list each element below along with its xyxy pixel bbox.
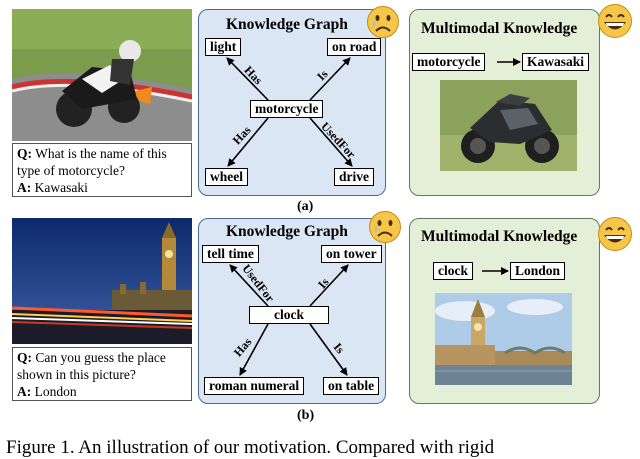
motorcycle-racing-photo: [12, 9, 192, 141]
sub-label-b: (b): [297, 408, 315, 423]
qa-box-b: Q: Can you guess the place shown in this…: [12, 347, 192, 401]
answer-prefix: A:: [17, 180, 32, 195]
answer-prefix: A:: [17, 384, 32, 399]
kg-node-motorcycle: motorcycle: [250, 100, 324, 118]
kawasaki-motorcycle-photo: [440, 80, 577, 171]
mm-node-motorcycle: motorcycle: [412, 53, 486, 71]
question-text: What is the name of this type of motorcy…: [17, 146, 167, 178]
happy-face-icon: [597, 3, 633, 44]
mm-node-kawasaki: Kawasaki: [522, 53, 590, 71]
kg-node-light: light: [205, 38, 242, 56]
big-ben-night-photo: [12, 218, 192, 344]
happy-face-icon: [597, 216, 633, 257]
kg-node-on-tower: on tower: [321, 245, 382, 263]
kg-node-on-table: on table: [323, 377, 380, 395]
sad-face-icon: [368, 210, 402, 249]
figure-caption: Figure 1. An illustration of our motivat…: [6, 437, 495, 458]
kg-node-wheel: wheel: [205, 168, 248, 186]
question-prefix: Q:: [17, 350, 32, 365]
kg-node-drive: drive: [334, 168, 374, 186]
kg-title-a: Knowledge Graph: [226, 16, 348, 33]
mm-title-b: Multimodal Knowledge: [421, 228, 578, 245]
sad-face-icon: [366, 5, 400, 44]
mm-node-clock: clock: [433, 262, 473, 280]
kg-title-b: Knowledge Graph: [226, 223, 348, 240]
qa-box-a: Q: What is the name of this type of moto…: [12, 143, 192, 197]
question-prefix: Q:: [17, 146, 32, 161]
kg-node-tell-time: tell time: [202, 245, 259, 263]
mm-title-a: Multimodal Knowledge: [421, 20, 578, 37]
answer-text: London: [34, 384, 77, 399]
sub-label-a: (a): [297, 199, 314, 214]
kg-node-on-road: on road: [327, 38, 382, 56]
kg-node-clock: clock: [249, 306, 329, 324]
answer-text: Kawasaki: [34, 180, 88, 195]
question-text: Can you guess the place shown in this pi…: [17, 350, 166, 382]
big-ben-day-photo: [435, 293, 572, 385]
kg-node-roman-numeral: roman numeral: [204, 377, 305, 395]
mm-node-london: London: [510, 262, 566, 280]
